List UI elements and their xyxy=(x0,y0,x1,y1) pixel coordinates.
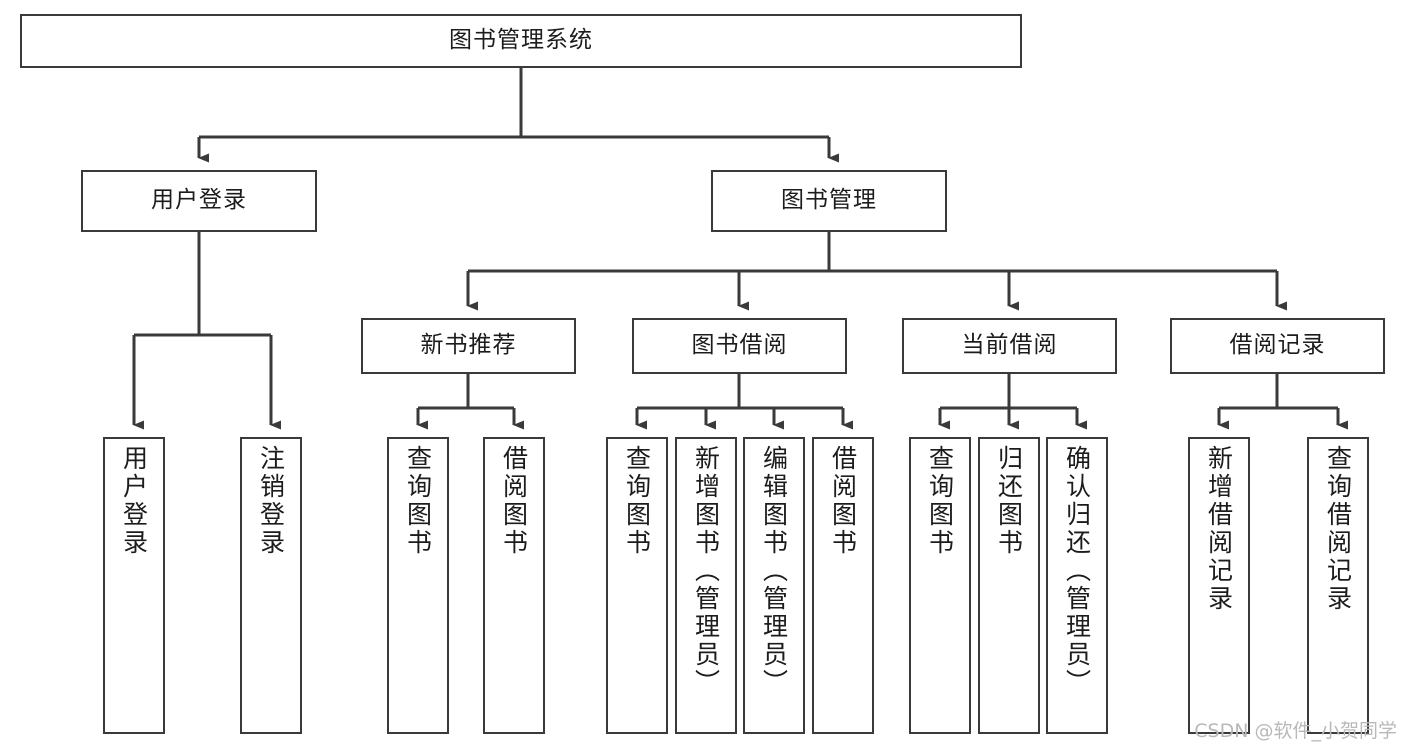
node-root-system[interactable]: 图书管理系统 xyxy=(20,14,1022,68)
node-label: 借阅图书 xyxy=(828,445,858,557)
node-label: 图书管理 xyxy=(781,187,877,214)
node-user-login[interactable]: 用户登录 xyxy=(81,170,317,232)
leaf-user-login-login[interactable]: 用户登录 xyxy=(103,437,165,734)
node-borrow-record[interactable]: 借阅记录 xyxy=(1170,318,1385,374)
node-label: 查询借阅记录 xyxy=(1323,445,1353,613)
leaf-recommend-query-book[interactable]: 查询图书 xyxy=(387,437,449,734)
node-label: 图书借阅 xyxy=(691,332,788,359)
node-label: 当前借阅 xyxy=(961,332,1058,359)
node-label: 用户登录 xyxy=(119,445,149,557)
node-book-borrow[interactable]: 图书借阅 xyxy=(632,318,847,374)
leaf-record-add-record[interactable]: 新增借阅记录 xyxy=(1188,437,1250,734)
node-current-borrow[interactable]: 当前借阅 xyxy=(902,318,1117,374)
leaf-borrow-edit-book-admin[interactable]: 编辑图书（管理员） xyxy=(743,437,805,734)
node-label: 借阅图书 xyxy=(499,445,529,557)
node-label: 新增借阅记录 xyxy=(1204,445,1234,613)
node-label: 新增图书（管理员） xyxy=(691,445,721,697)
leaf-current-return-book[interactable]: 归还图书 xyxy=(978,437,1040,734)
watermark: CSDN @软件_小贺同学 xyxy=(1194,720,1397,742)
leaf-recommend-borrow-book[interactable]: 借阅图书 xyxy=(483,437,545,734)
node-label: 借阅记录 xyxy=(1229,332,1326,359)
node-label: 查询图书 xyxy=(403,445,433,557)
node-label: 新书推荐 xyxy=(420,332,517,359)
leaf-record-query-record[interactable]: 查询借阅记录 xyxy=(1307,437,1369,734)
leaf-current-query-book[interactable]: 查询图书 xyxy=(909,437,971,734)
node-label: 用户登录 xyxy=(151,187,247,214)
leaf-borrow-query-book[interactable]: 查询图书 xyxy=(606,437,668,734)
node-new-book-recommend[interactable]: 新书推荐 xyxy=(361,318,576,374)
node-label: 确认归还（管理员） xyxy=(1062,445,1092,697)
leaf-borrow-borrow-book[interactable]: 借阅图书 xyxy=(812,437,874,734)
leaf-borrow-add-book-admin[interactable]: 新增图书（管理员） xyxy=(675,437,737,734)
node-label: 查询图书 xyxy=(925,445,955,557)
leaf-user-login-logout[interactable]: 注销登录 xyxy=(240,437,302,734)
node-book-management[interactable]: 图书管理 xyxy=(711,170,947,232)
node-label: 归还图书 xyxy=(994,445,1024,557)
node-label: 查询图书 xyxy=(622,445,652,557)
node-label: 编辑图书（管理员） xyxy=(759,445,789,697)
node-label: 图书管理系统 xyxy=(449,27,593,54)
leaf-current-confirm-return-admin[interactable]: 确认归还（管理员） xyxy=(1046,437,1108,734)
node-label: 注销登录 xyxy=(256,445,286,557)
